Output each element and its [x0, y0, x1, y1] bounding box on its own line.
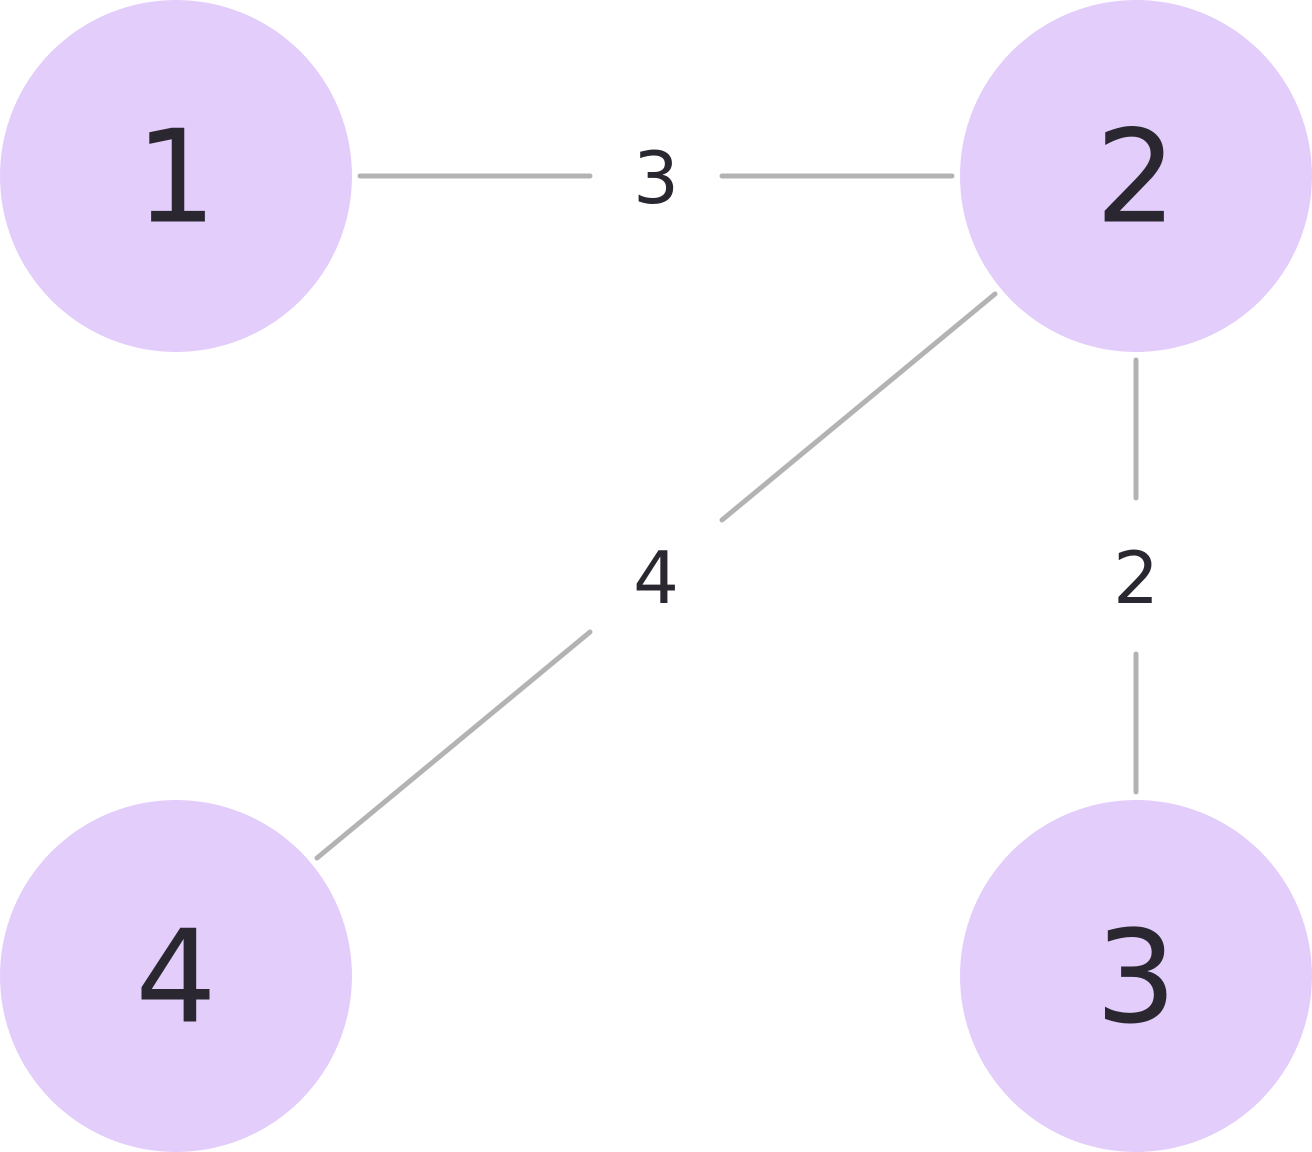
- node-4: 4: [0, 800, 352, 1152]
- edge-1-2: 3: [357, 136, 955, 220]
- node-4-circle: [0, 800, 352, 1152]
- edge-2-3-weight-label: 2: [1113, 536, 1159, 620]
- node-2-label: 2: [1095, 104, 1176, 253]
- node-2: 2: [960, 0, 1312, 352]
- edge-2-4-segment-upper: [719, 291, 998, 523]
- edge-2-3: 2: [1113, 357, 1159, 795]
- node-3: 3: [960, 800, 1312, 1152]
- node-1-label: 1: [135, 104, 216, 253]
- node-1: 1: [0, 0, 352, 352]
- node-1-circle: [0, 0, 352, 352]
- edge-2-4-weight-label: 4: [633, 536, 679, 620]
- node-3-label: 3: [1095, 904, 1176, 1053]
- edge-1-2-weight-label: 3: [633, 136, 679, 220]
- edge-2-4-segment-lower: [314, 629, 593, 861]
- node-2-circle: [960, 0, 1312, 352]
- node-4-label: 4: [135, 904, 216, 1053]
- node-3-circle: [960, 800, 1312, 1152]
- edge-2-4: 4: [314, 291, 998, 861]
